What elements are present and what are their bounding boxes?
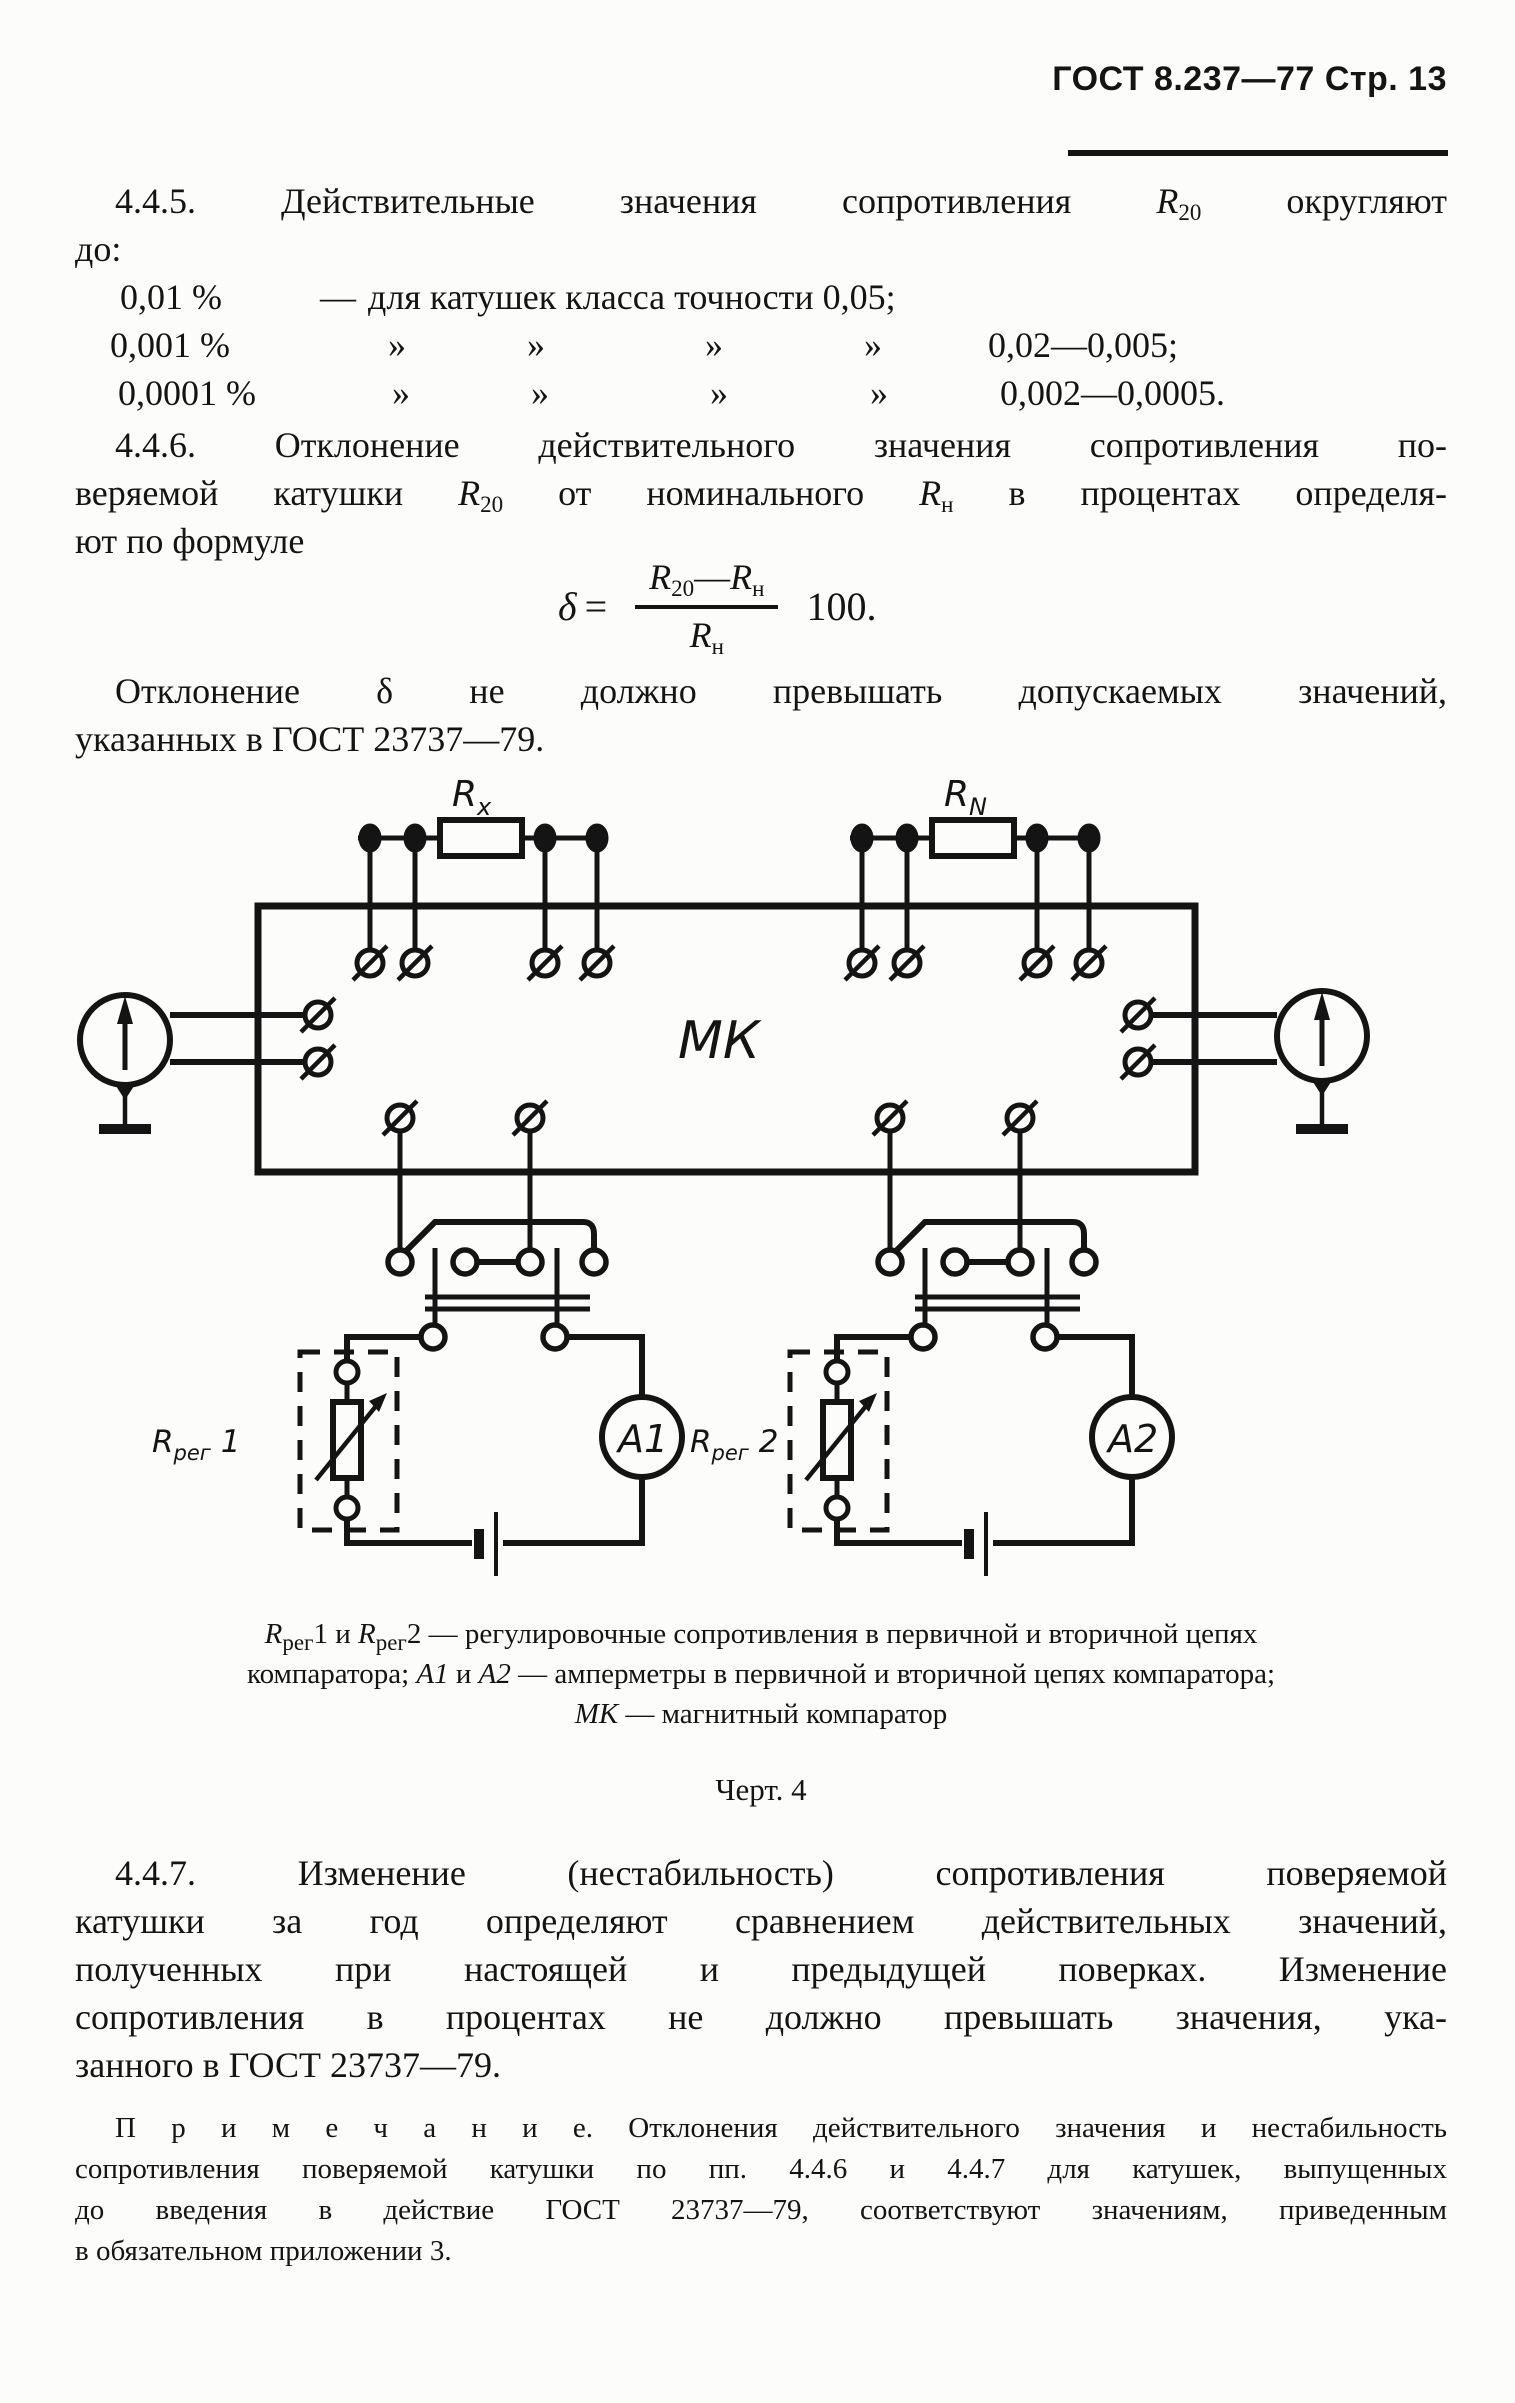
rounding-row-1: 0,01 % — для катушек класса точности 0,0… [0, 276, 1515, 324]
formula-delta: δ = R20—Rн Rн 100. [558, 556, 877, 658]
ditto-mark: » [527, 325, 545, 365]
para-447-line4: сопротивления в процентах не должно прев… [75, 1997, 1447, 2037]
left-galvanometer [77, 992, 337, 1134]
rn-resistor: RN [850, 774, 1101, 950]
figure-number: Черт. 4 [715, 1772, 807, 1807]
ditto-mark: » [392, 373, 410, 413]
binding-posts-top [351, 944, 1108, 982]
binding-post [299, 1043, 337, 1081]
page-number: Стр. 13 [1324, 60, 1447, 98]
figure-caption-line2: компаратора; А1 и А2 — амперметры в перв… [246, 1658, 1276, 1690]
para-447-line2: катушки за год определяют сравнением дей… [75, 1901, 1447, 1941]
needle-arrow [117, 996, 133, 1024]
rounding-value: 0,001 % [110, 325, 230, 365]
a2-label: А2 [1105, 1417, 1158, 1461]
binding-post [1119, 996, 1157, 1034]
rreg2-label: Rрег 2 [690, 1424, 778, 1465]
ditto-mark: » [531, 373, 549, 413]
para-445-line2: до: [75, 229, 122, 269]
para-447-line1: 4.4.7. Изменение (нестабильность) сопрот… [115, 1853, 1447, 1893]
primary-circuit: А1 Rрег 1 [152, 1334, 685, 1576]
binding-post [299, 996, 337, 1034]
mk-label: МК [678, 1011, 762, 1071]
fraction-numerator: R20—Rн [649, 557, 765, 601]
right-reversing-switch [875, 1131, 1099, 1352]
formula-factor: 100. [806, 583, 877, 629]
rounding-range: 0,02—0,005; [988, 325, 1179, 365]
header-rule [1068, 150, 1448, 156]
rn-label: RN [944, 774, 987, 821]
para-447-line3: полученных при настоящей и предыдущей по… [75, 1949, 1447, 1989]
para-446-line1: 4.4.6. Отклонение действительного значен… [115, 425, 1447, 465]
circuit-diagram: МК Rx RN [77, 774, 1370, 1576]
doc-number: ГОСТ 8.237—77 [1052, 60, 1315, 98]
dash: — [320, 277, 356, 317]
rx-resistor: Rx [358, 774, 609, 950]
note-line2: сопротивления поверяемой катушки по пп. … [75, 2153, 1447, 2185]
figure-caption-line1: Rрег1 и Rрег2 — регулировочные сопротивл… [264, 1618, 1258, 1655]
switch-blade [892, 1219, 1087, 1255]
para-446-line3: ют по формуле [75, 521, 305, 561]
para-446-line2: веряемой катушки R20 от номинального Rн … [75, 473, 1448, 517]
rounding-text: для катушек класса точности 0,05; [368, 277, 896, 317]
right-galvanometer [1119, 988, 1370, 1134]
ditto-mark: » [864, 325, 882, 365]
equals-sign: = [584, 583, 608, 629]
needle-arrow [1314, 992, 1330, 1020]
rheostat-arrow [369, 1393, 387, 1412]
para-delta-line1: Отклонение δ не должно превышать допуска… [115, 671, 1447, 711]
ditto-mark: » [870, 373, 888, 413]
formula-lhs: δ [558, 583, 577, 629]
binding-posts-bottom [381, 1099, 1039, 1137]
figure-caption-line3: МК — магнитный компаратор [574, 1698, 948, 1730]
a1-label: А1 [615, 1417, 668, 1461]
rounding-value: 0,0001 % [118, 373, 256, 413]
rreg1-label: Rрег 1 [152, 1424, 240, 1465]
switch-blade [402, 1219, 597, 1255]
ditto-mark: » [710, 373, 728, 413]
ditto-mark: » [705, 325, 723, 365]
rounding-row-3: 0,0001 % » » » » 0,002—0,0005. [0, 372, 1515, 420]
rheostat-arrow [859, 1393, 877, 1412]
mk-box [254, 902, 1199, 1176]
note-line4: в обязательном приложении 3. [75, 2235, 452, 2267]
para-447-line5: занного в ГОСТ 23737—79. [75, 2045, 501, 2085]
page-header: ГОСТ 8.237—77 Стр. 13 [1052, 60, 1447, 99]
binding-post [1119, 1043, 1157, 1081]
secondary-circuit: А2 Rрег 2 [690, 1334, 1175, 1576]
rx-label: Rx [452, 774, 492, 821]
para-delta-line2: указанных в ГОСТ 23737—79. [75, 719, 545, 759]
fraction: R20—Rн Rн [635, 556, 779, 658]
rounding-range: 0,002—0,0005. [1000, 373, 1225, 413]
para-445-line1: 4.4.5. Действительные значения сопротивл… [115, 181, 1447, 225]
rounding-row-2: 0,001 % » » » » 0,02—0,005; [0, 324, 1515, 372]
left-reversing-switch [385, 1131, 609, 1352]
rounding-value: 0,01 % [120, 277, 222, 317]
ditto-mark: » [388, 325, 406, 365]
note-line1: П р и м е ч а н и е. Отклонения действит… [115, 2112, 1447, 2144]
fraction-denominator: Rн [635, 605, 779, 658]
note-line3: до введения в действие ГОСТ 23737—79, со… [75, 2194, 1447, 2226]
